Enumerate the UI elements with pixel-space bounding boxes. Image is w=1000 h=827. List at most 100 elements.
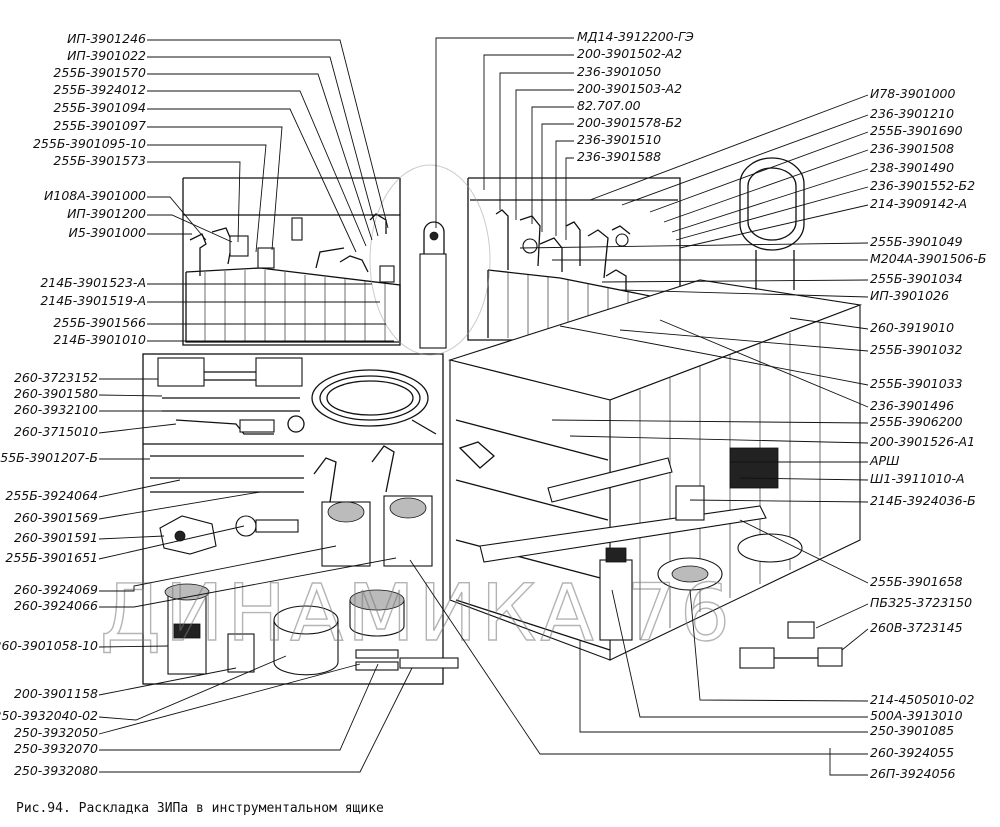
part-label: 500А-3913010	[870, 708, 963, 723]
leader-line	[739, 477, 869, 481]
part-label: 255Б-3906200	[870, 414, 963, 429]
labels-top-center: МД14-3912200-ГЭ 200-3901502-А2 236-3901050…	[435, 29, 694, 240]
part-label: И78-3901000	[870, 86, 955, 101]
part-label: 200-3901526-А1	[870, 434, 975, 449]
leader-line	[499, 72, 574, 210]
hose-loop	[739, 157, 805, 290]
leader-line	[663, 149, 869, 223]
part-label: 250-3932040-02	[0, 708, 98, 723]
leader-line	[147, 56, 379, 237]
part-label: ИП-3901026	[870, 288, 949, 303]
labels-left-lower: 260-3723152260-3901580260-3932100260-371…	[0, 370, 413, 778]
leader-line	[619, 329, 869, 352]
leader-line	[689, 499, 869, 503]
part-label: И108А-3901000	[44, 188, 146, 203]
leader-line	[579, 640, 868, 733]
part-label: 260-3924069	[14, 582, 98, 597]
leader-line	[409, 559, 868, 755]
leader-line	[147, 214, 233, 243]
leader-line	[147, 90, 367, 247]
leader-line	[739, 519, 869, 584]
labels-right: И78-3901000236-3901210255Б-3901690236-39…	[409, 86, 986, 781]
leader-line	[841, 628, 869, 651]
part-label: 200-3901158	[14, 686, 98, 701]
leader-line	[519, 242, 869, 249]
leader-line	[98, 663, 361, 735]
leader-line	[589, 94, 869, 201]
part-label: 255Б-3901573	[53, 153, 146, 168]
part-label: 200-3901502-А2	[577, 46, 682, 61]
part-label: 200-3901578-Б2	[577, 115, 682, 130]
part-label: 260-3723152	[14, 370, 98, 385]
part-label: 260-3924055	[870, 745, 954, 760]
part-label: 250-3932070	[14, 741, 98, 756]
part-label: 214Б-3901523-А	[40, 275, 146, 290]
part-label: 250-3932050	[14, 725, 98, 740]
leader-line	[98, 423, 177, 434]
leader-line	[619, 289, 869, 298]
part-label: 236-3901050	[577, 64, 661, 79]
leader-line	[147, 73, 373, 241]
part-label: 238-3901490	[870, 160, 954, 175]
part-label: Ш1-3911010-А	[870, 471, 965, 486]
part-label: 255Б-3901094	[53, 100, 146, 115]
leader-line	[671, 168, 869, 233]
part-label: ИП-3901200	[67, 206, 146, 221]
part-label: АРШ	[869, 453, 900, 468]
part-label: ИП-3901022	[67, 48, 146, 63]
leader-line	[555, 140, 574, 236]
part-label: И5-3901000	[69, 225, 147, 240]
leader-line	[601, 279, 869, 283]
part-label: 255Б-3901033	[870, 376, 963, 391]
part-label: 260-3919010	[870, 320, 954, 335]
part-label: 214-3909142-А	[870, 196, 967, 211]
leader-line	[98, 491, 261, 520]
part-label: 255Б-3901095-10	[33, 136, 146, 151]
leader-line	[147, 39, 389, 229]
part-label: 236-3901588	[577, 149, 661, 164]
part-label: 82.707.00	[577, 98, 641, 113]
leader-line	[829, 748, 868, 776]
part-label: 236-3901510	[577, 132, 661, 147]
leader-line	[98, 655, 287, 721]
leader-line	[679, 204, 869, 249]
leader-line	[147, 196, 207, 241]
part-label: 260В-3723145	[870, 620, 963, 635]
part-label: 255Б-3901034	[870, 271, 963, 286]
leader-line	[551, 419, 869, 424]
leader-line	[659, 319, 869, 408]
part-label: ИП-3901246	[67, 31, 146, 46]
figure-caption: Рис.94. Раскладка ЗИПа в инструментально…	[16, 801, 384, 816]
leader-line	[559, 325, 869, 386]
part-label: 260-3901591	[14, 530, 98, 545]
part-label: 260-3901580	[14, 386, 98, 401]
watermark: ДИНАМИКА 76	[100, 569, 734, 659]
leader-line	[789, 317, 869, 330]
leader-line	[483, 54, 574, 190]
part-label: 255Б-3901097	[53, 118, 146, 133]
leader-line	[99, 667, 413, 773]
part-label: 255Б-3901570	[53, 65, 146, 80]
leader-line	[147, 108, 357, 253]
leader-line	[147, 126, 283, 251]
leader-line	[689, 589, 869, 702]
leader-line	[98, 394, 163, 397]
leader-line	[675, 186, 869, 241]
leader-line	[98, 479, 181, 498]
part-label: 255Б-3901032	[870, 342, 963, 357]
leader-line	[99, 557, 397, 608]
part-label: 255Б-3901690	[870, 123, 963, 138]
part-label: 255Б-3924064	[5, 488, 98, 503]
part-label: М204А-3901506-Б	[870, 251, 986, 266]
part-label: 214Б-3924036-Б	[870, 493, 976, 508]
part-label: 255Б-3901651	[5, 550, 98, 565]
part-label: МД14-3912200-ГЭ	[577, 29, 694, 44]
upper-left-tool-panel	[182, 177, 401, 346]
lower-left-accessory-panel	[142, 353, 459, 685]
part-label: 214Б-3901010	[53, 332, 146, 347]
part-label: 260-3901569	[14, 510, 98, 525]
small-parts-bottom-right	[739, 621, 843, 669]
leader-line	[565, 157, 574, 240]
leader-line	[649, 131, 869, 213]
